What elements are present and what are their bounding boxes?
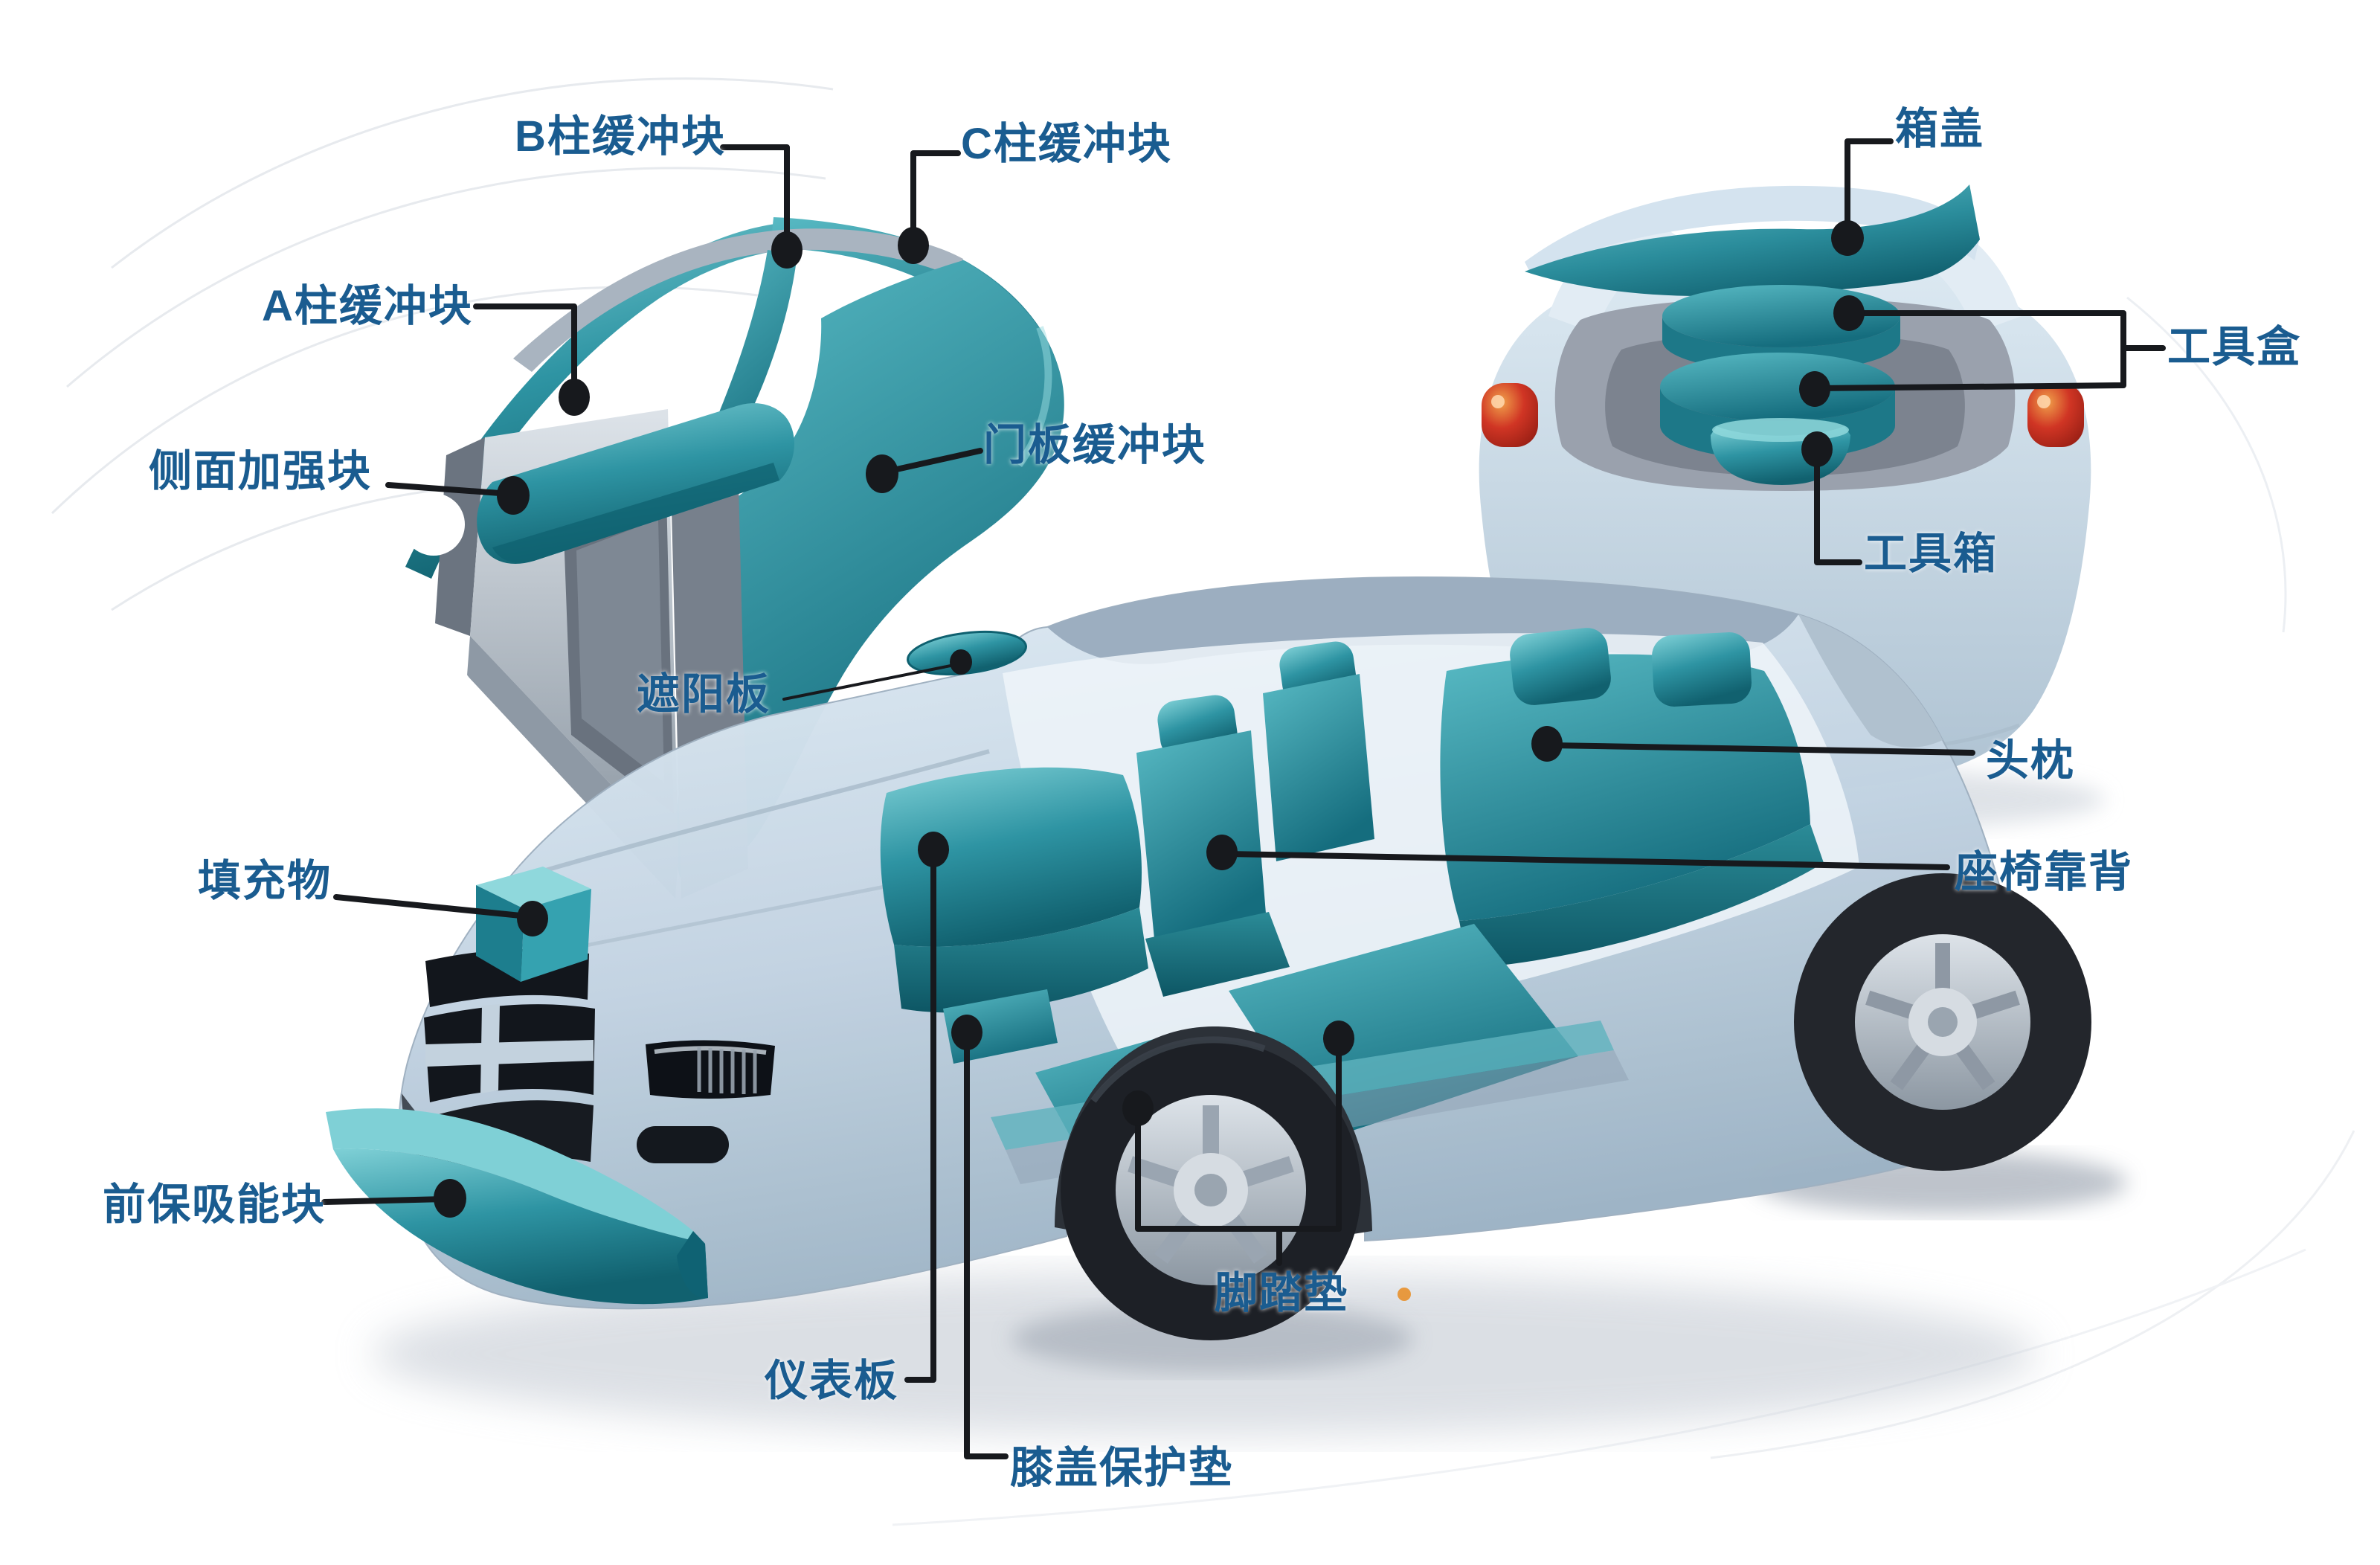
background-swoosh-lines bbox=[51, 77, 2355, 1526]
leader-lines bbox=[321, 138, 2166, 1459]
label-side-reinforcement: 侧面加强块 bbox=[149, 447, 373, 495]
label-sun-visor: 遮阳板 bbox=[637, 670, 771, 719]
label-a-pillar-buffer: A柱缓冲块 bbox=[262, 282, 473, 330]
leader-tool-tray-bracket bbox=[1813, 310, 2166, 391]
label-trunk-lid: 箱盖 bbox=[1895, 105, 1985, 153]
label-knee-protector: 膝盖保护垫 bbox=[1010, 1444, 1234, 1492]
leader-seat-back bbox=[1224, 851, 1950, 870]
leader-dashboard bbox=[904, 851, 936, 1383]
label-headrest: 头枕 bbox=[1986, 736, 2076, 785]
leader-floor-mat-bracket bbox=[1135, 1038, 1342, 1266]
label-filler: 填充物 bbox=[198, 857, 332, 905]
label-floor-mat: 脚踏垫 bbox=[1215, 1269, 1349, 1317]
leader-headrest bbox=[1548, 742, 1975, 756]
label-c-pillar-buffer: C柱缓冲块 bbox=[961, 120, 1172, 168]
leader-door-panel bbox=[884, 448, 983, 475]
label-seat-back: 座椅靠背 bbox=[1955, 848, 2134, 896]
leader-sun-visor bbox=[782, 663, 959, 701]
leader-side-reinforcement bbox=[385, 482, 513, 497]
label-b-pillar-buffer: B柱缓冲块 bbox=[515, 112, 726, 161]
label-dashboard: 仪表板 bbox=[765, 1357, 899, 1405]
label-tool-tray: 工具盒 bbox=[2167, 323, 2302, 371]
label-door-panel-buffer: 门板缓冲块 bbox=[983, 421, 1207, 469]
label-front-bumper-absorber: 前保吸能块 bbox=[103, 1180, 327, 1229]
leader-front-bumper bbox=[321, 1196, 448, 1205]
rear-wheel bbox=[1794, 873, 2091, 1171]
leader-dots bbox=[434, 220, 1865, 1218]
leader-c-pillar bbox=[910, 150, 961, 244]
leader-tool-box bbox=[1814, 446, 1862, 565]
leader-trunk-lid bbox=[1844, 138, 1894, 237]
leader-a-pillar bbox=[473, 303, 577, 396]
label-tool-box: 工具箱 bbox=[1864, 530, 1998, 578]
leader-knee-protector bbox=[964, 1032, 1009, 1459]
leader-b-pillar bbox=[720, 144, 790, 248]
leader-filler bbox=[333, 894, 531, 919]
